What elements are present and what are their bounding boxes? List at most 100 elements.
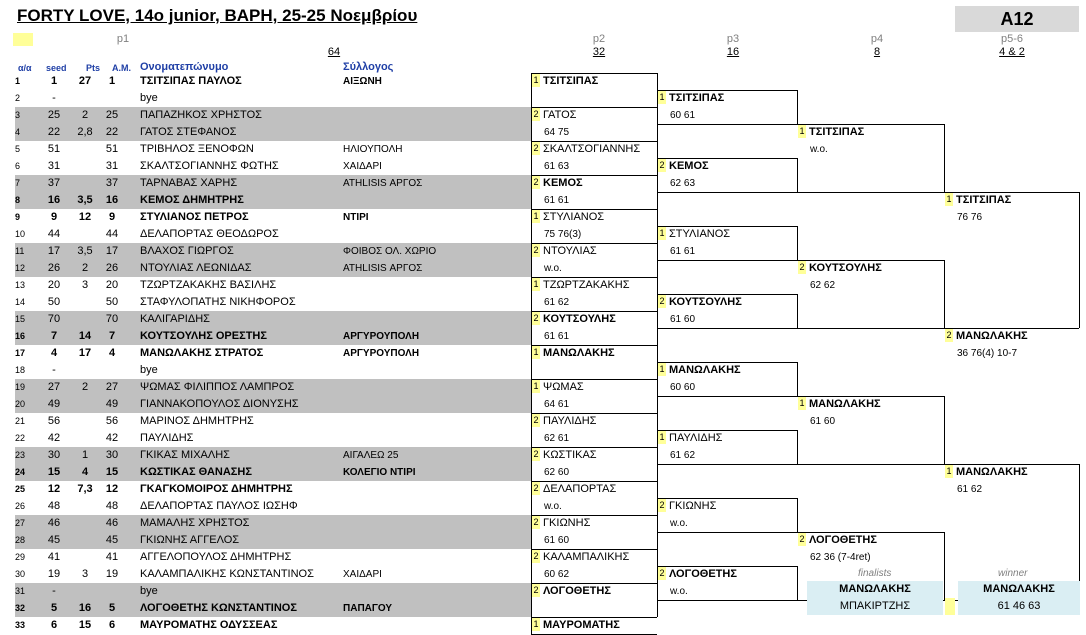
bracket-line: [657, 226, 797, 227]
match-score: 61 61: [544, 195, 570, 206]
row-number: 15: [15, 314, 26, 324]
bracket-line: [1079, 464, 1080, 600]
winner-name: ΛΟΓΟΘΕΤΗΣ: [809, 534, 877, 546]
row-number: 20: [15, 399, 26, 409]
row-number: 30: [15, 569, 26, 579]
finalist-1: ΜΑΝΩΛΑΚΗΣ: [839, 583, 911, 595]
winner-name: ΜΑΝΩΛΑΚΗΣ: [543, 347, 615, 359]
member-id-cell: 26: [105, 262, 119, 274]
winner-name: ΓΚΙΩΝΗΣ: [543, 517, 591, 529]
bracket-line: [657, 362, 797, 363]
member-id-cell: 27: [105, 381, 119, 393]
player-name: ΜΑΝΩΛΑΚΗΣ ΣΤΡΑΤΟΣ: [140, 347, 264, 359]
points-cell: 3,5: [77, 194, 93, 206]
points-cell: 3,5: [77, 245, 93, 257]
draw-position-marker: 2: [532, 482, 540, 495]
seed-cell: 12: [47, 483, 61, 495]
match-score: 36 76(4) 10-7: [957, 348, 1018, 359]
winner-name: ΜΑΝΩΛΑΚΗΣ: [983, 583, 1055, 595]
draw-position-marker: 2: [798, 533, 806, 546]
draw-position-marker: 2: [532, 414, 540, 427]
round-label-p3: p3: [726, 33, 740, 45]
seed-cell: -: [52, 585, 56, 597]
seed-cell: 19: [47, 568, 61, 580]
bracket-line: [657, 464, 797, 465]
player-name: ΣΤΑΦΥΛΟΠΑΤΗΣ ΝΙΚΗΦΟΡΟΣ: [140, 296, 296, 308]
winner-name: ΓΑΤΟΣ: [543, 109, 577, 121]
draw-position-marker: 1: [532, 618, 540, 631]
member-id-cell: 16: [105, 194, 119, 206]
member-id-cell: 15: [105, 466, 119, 478]
row-number: 11: [15, 246, 25, 256]
bracket-line: [531, 515, 657, 516]
col-header-num: α/α: [18, 63, 32, 73]
points-cell: 15: [78, 619, 92, 631]
row-number: 28: [15, 535, 26, 545]
bracket-line: [797, 124, 944, 125]
round-label-p4: p4: [870, 33, 884, 45]
row-number: 4: [15, 127, 21, 137]
seed-cell: 49: [47, 398, 61, 410]
draw-position-marker: 1: [532, 346, 540, 359]
player-name: ΓΑΤΟΣ ΣΤΕΦΑΝΟΣ: [140, 126, 237, 138]
points-cell: 27: [78, 75, 92, 87]
bracket-line: [657, 396, 797, 397]
round-label-p1: p1: [116, 33, 130, 45]
match-score: 61 62: [670, 450, 696, 461]
winner-label: winner: [998, 568, 1028, 579]
winner-name: ΚΟΥΤΣΟΥΛΗΣ: [543, 313, 616, 325]
winner-name: ΚΟΥΤΣΟΥΛΗΣ: [809, 262, 882, 274]
player-name: ΚΑΛΑΜΠΑΛΙΚΗΣ ΚΩΝΣΤΑΝΤΙΝΟΣ: [140, 568, 314, 580]
col-header-am: Α.Μ.: [112, 63, 131, 73]
draw-position-marker: 2: [532, 550, 540, 563]
player-name: bye: [140, 585, 158, 597]
club-name: ΧΑΙΔΑΡΙ: [343, 161, 382, 172]
row-number: 31: [15, 586, 26, 596]
seed-cell: 4: [50, 347, 58, 359]
row-number: 23: [15, 450, 26, 460]
seed-cell: 1: [50, 75, 58, 87]
member-id-cell: 50: [105, 296, 119, 308]
draw-position-marker: 2: [532, 176, 540, 189]
bracket-line: [797, 192, 944, 193]
winner-name: ΤΣΙΤΣΙΠΑΣ: [956, 194, 1012, 206]
club-name: ATHLISIS ΑΡΓΟΣ: [343, 178, 423, 189]
match-score: 61 60: [670, 314, 696, 325]
player-name: ΤΣΙΤΣΙΠΑΣ ΠΑΥΛΟΣ: [140, 75, 242, 87]
member-id-cell: 48: [105, 500, 119, 512]
winner-name: ΠΑΥΛΙΔΗΣ: [669, 432, 723, 444]
finalists-label: finalists: [858, 568, 892, 579]
player-name: ΑΓΓΕΛΟΠΟΥΛΟΣ ΔΗΜΗΤΡΗΣ: [140, 551, 292, 563]
bracket-line: [797, 464, 944, 465]
seed-cell: 44: [47, 228, 61, 240]
winner-name: ΛΟΓΟΘΕΤΗΣ: [543, 585, 611, 597]
club-name: ΧΑΙΔΑΡΙ: [343, 569, 382, 580]
bracket-line: [944, 124, 945, 192]
member-id-cell: 37: [105, 177, 119, 189]
member-id-cell: 30: [105, 449, 119, 461]
winner-name: ΤΣΙΤΣΙΠΑΣ: [809, 126, 865, 138]
seed-cell: 42: [47, 432, 61, 444]
player-name: ΓΚΙΚΑΣ ΜΙΧΑΛΗΣ: [140, 449, 230, 461]
draw-position-marker: 2: [532, 584, 540, 597]
draw-position-marker: 2: [798, 261, 806, 274]
player-name: ΣΤΥΛΙΑΝΟΣ ΠΕΤΡΟΣ: [140, 211, 249, 223]
winner-name: ΜΑΝΩΛΑΚΗΣ: [956, 466, 1028, 478]
winner-name: ΣΤΥΛΙΑΝΟΣ: [543, 211, 605, 223]
bracket-line: [797, 90, 798, 124]
seed-cell: 22: [47, 126, 61, 138]
